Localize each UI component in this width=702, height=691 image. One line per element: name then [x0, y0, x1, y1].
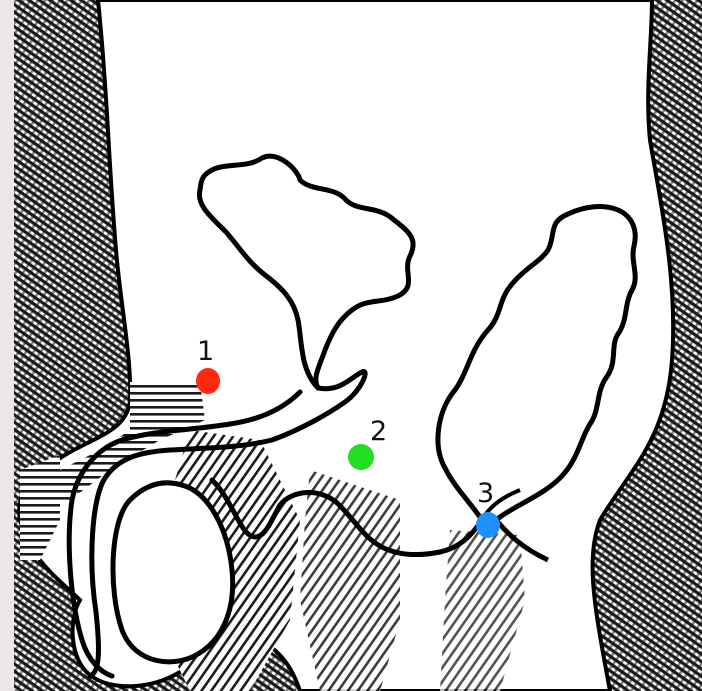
- scrotum-outline: [113, 483, 233, 662]
- marker-1-dot: [196, 368, 220, 394]
- marker-3-label: 3: [477, 478, 494, 509]
- marker-2-label: 2: [370, 416, 387, 447]
- anatomy-diagram: 1 2 3: [14, 0, 702, 691]
- marker-1-label: 1: [197, 336, 214, 367]
- marker-3-dot: [476, 512, 500, 538]
- diagram-frame: 1 2 3: [14, 0, 702, 691]
- marker-2-dot: [348, 444, 374, 470]
